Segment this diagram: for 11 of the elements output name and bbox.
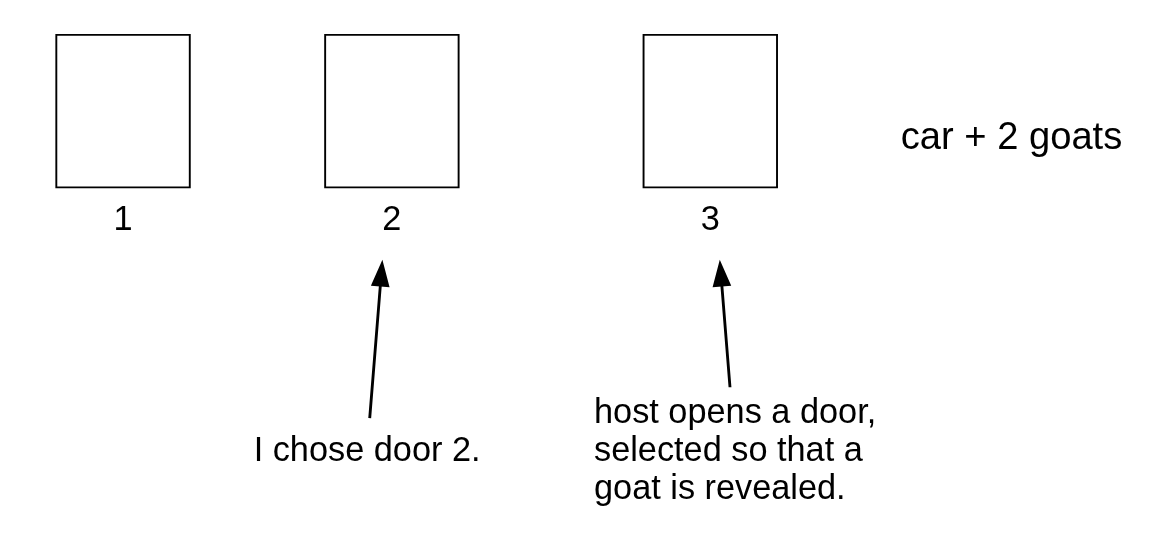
- node-text: host opens a door, selected so that a goat is revealed.: [593, 391, 877, 506]
- node-label: 1: [113, 199, 133, 238]
- node-text: I chose door 2.: [253, 429, 481, 468]
- node-label: 2: [382, 199, 402, 238]
- node-box: [324, 33, 460, 189]
- node-label: 3: [700, 199, 720, 238]
- node-box: [55, 33, 191, 189]
- arrow: [712, 259, 732, 388]
- label: car + 2 goats: [900, 114, 1123, 158]
- arrow: [368, 259, 390, 419]
- node-box: [642, 33, 778, 189]
